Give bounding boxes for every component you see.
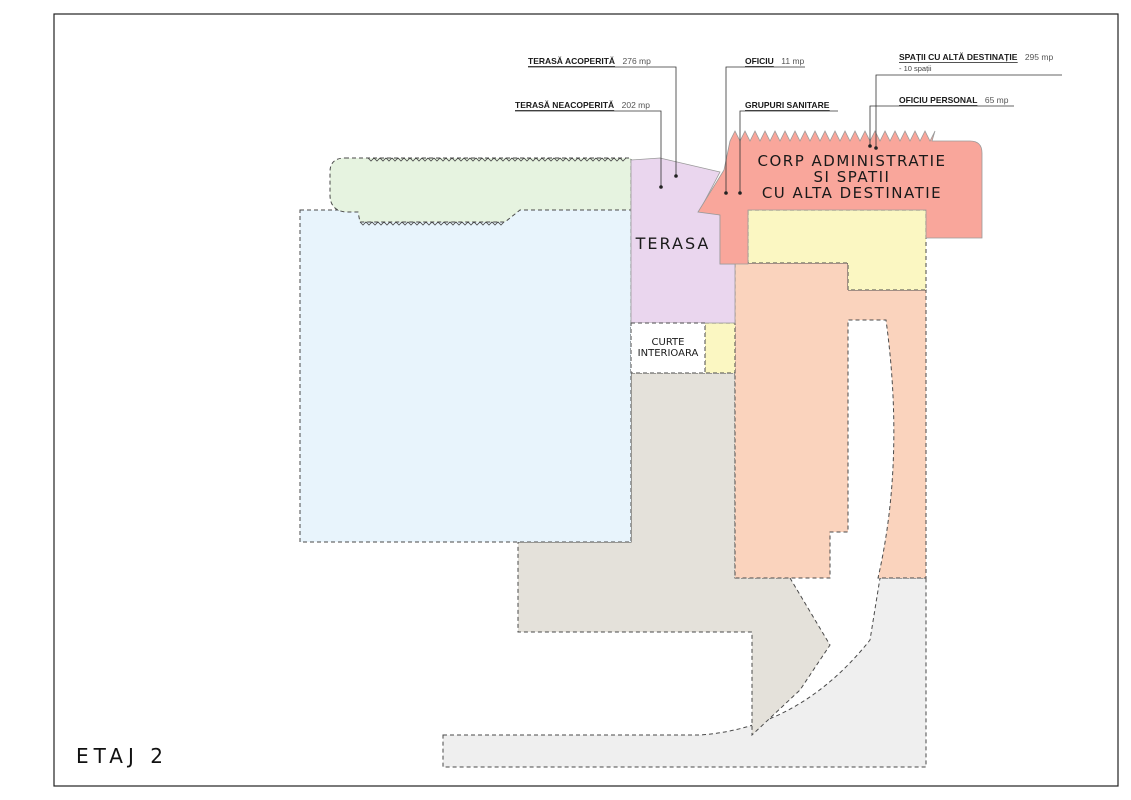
peach-zone <box>734 262 927 579</box>
annotation-grupuri-sanitare: GRUPURI SANITARE <box>745 100 830 110</box>
leader-dot-terasa-neacoperita <box>659 185 663 189</box>
terasa-label: TERASA <box>635 234 711 253</box>
annotation-spatii-alta-destinatie: SPAȚII CU ALTĂ DESTINAȚIE 295 mp <box>899 47 1053 64</box>
drawing-frame <box>53 13 1119 787</box>
leader-oficiu <box>725 66 805 193</box>
leader-terasa-neacoperita <box>515 110 662 187</box>
green-zone-zigzag-bottom <box>359 221 505 226</box>
admin-zone <box>697 130 983 265</box>
leader-dot-grupuri-sanitare <box>738 191 742 195</box>
corp-administratie-label-2: SI SPATII <box>814 168 891 186</box>
yellow-zone-small <box>704 322 736 374</box>
curte-interioara-zone <box>630 322 706 374</box>
leader-dot-spatii-alta-destinatie <box>874 146 878 150</box>
leader-oficiu-personal <box>869 105 1014 146</box>
leader-grupuri-sanitare <box>739 110 838 193</box>
annotation-oficiu: OFICIU 11 mp <box>745 51 805 68</box>
leader-dot-oficiu-personal <box>868 144 872 148</box>
annotation-spatii-note: - 10 spații <box>899 64 932 73</box>
green-zone-zigzag-top <box>367 157 627 162</box>
green-zone <box>329 157 632 223</box>
corp-administratie-label-1: CORP ADMINISTRATIE <box>758 152 947 170</box>
corp-administratie-label-3: CU ALTA DESTINATIE <box>762 184 942 202</box>
leader-terasa-acoperita <box>528 66 677 176</box>
blue-zone <box>299 209 632 543</box>
curte-interioara-label-2: INTERIOARA <box>638 348 699 359</box>
leader-dot-oficiu <box>724 191 728 195</box>
leader-spatii-alta-destinatie <box>875 74 1062 148</box>
leader-dot-terasa-acoperita <box>674 174 678 178</box>
curte-interioara-label-1: CURTE <box>652 337 685 348</box>
annotation-terasa-acoperita: TERASĂ ACOPERITĂ 276 mp <box>528 51 651 68</box>
annotation-terasa-neacoperita: TERASĂ NEACOPERITĂ 202 mp <box>515 95 650 112</box>
annotation-oficiu-personal: OFICIU PERSONAL 65 mp <box>899 90 1009 107</box>
floor-label: ETAJ 2 <box>76 744 168 768</box>
